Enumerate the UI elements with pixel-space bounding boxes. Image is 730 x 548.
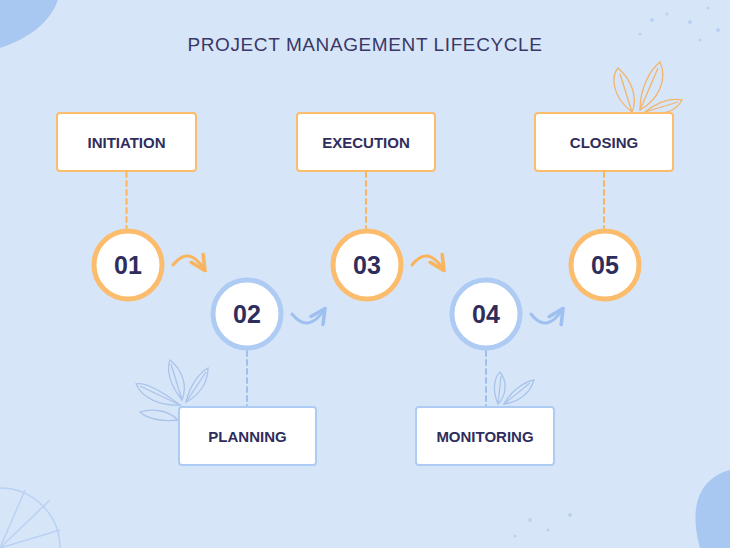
phase-box: PLANNING [178, 406, 317, 466]
leaf-blue [494, 372, 534, 404]
corner-blob [0, 0, 58, 48]
step-number: 03 [353, 251, 381, 280]
step-number: 01 [114, 251, 142, 280]
flow-arrow [412, 256, 443, 269]
step-circle: 02 [210, 277, 284, 351]
step-number: 04 [472, 300, 500, 329]
step-circle: 04 [449, 277, 523, 351]
phase-label: MONITORING [436, 428, 533, 445]
step-circle: 05 [568, 228, 642, 302]
flow-arrow [173, 256, 204, 269]
flow-arrow [531, 310, 562, 323]
phase-label: EXECUTION [322, 134, 410, 151]
diagram-title: PROJECT MANAGEMENT LIFECYCLE [0, 34, 730, 56]
flow-arrow [292, 310, 324, 323]
phase-label: PLANNING [208, 428, 286, 445]
step-number: 05 [591, 251, 619, 280]
phase-box: MONITORING [415, 406, 555, 466]
step-circle: 01 [91, 228, 165, 302]
corner-lines [0, 488, 60, 548]
phase-label: CLOSING [570, 134, 638, 151]
dashed-leader [365, 172, 367, 228]
phase-box: INITIATION [56, 112, 197, 172]
phase-label: INITIATION [87, 134, 165, 151]
leaf-orange [614, 62, 682, 114]
phase-box: EXECUTION [296, 112, 436, 172]
step-circle: 03 [330, 228, 404, 302]
phase-box: CLOSING [534, 112, 674, 172]
step-number: 02 [233, 300, 261, 329]
dashed-leader [485, 351, 487, 406]
corner-blob [695, 470, 730, 548]
dashed-leader [246, 351, 248, 406]
dashed-leader [126, 172, 128, 228]
dashed-leader [603, 172, 605, 228]
